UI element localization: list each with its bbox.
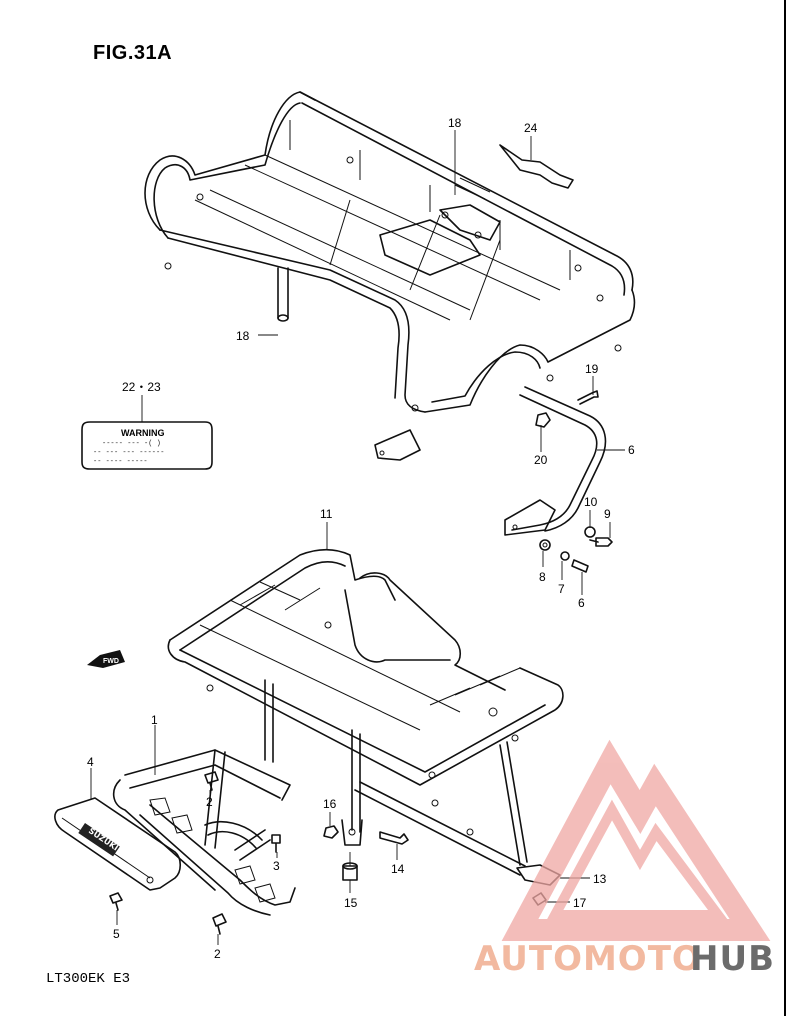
svg-text:WARNING: WARNING [121,428,165,438]
watermark-text-gray: HUB [690,939,775,979]
front-hardware-drawing [323,825,547,906]
callout-15: 15 [344,896,358,910]
figure-title: FIG.31A [93,42,173,64]
callout-10: 9 [604,507,611,521]
callout-4: 4 [87,755,94,769]
svg-text:FWD: FWD [103,658,119,665]
callouts: 18 24 18 22・23 19 20 6 10 9 8 7 6 11 1 4… [87,116,635,961]
callout-5: 5 [113,927,120,941]
front-carrier-drawing [167,548,564,886]
callout-17: 17 [573,896,587,910]
watermark-text-red: AUTOMOTO [474,939,702,979]
svg-text:----- --- -( ): ----- --- -( ) [102,440,161,448]
decal-24 [499,144,574,189]
callout-8: 7 [558,582,565,596]
watermark-logo-triangles [501,739,771,941]
callout-13: 13 [593,872,607,886]
callout-9: 8 [539,570,546,584]
callout-12: 11 [320,507,333,521]
callout-2a: 2 [206,795,213,809]
leader-lines [90,130,625,945]
suzuki-badge: SUZUKI [78,822,120,857]
callout-20: 19 [585,362,599,376]
svg-text:-- --- --- ------: -- --- --- ------ [93,449,164,457]
stay-drawing [504,386,607,536]
callout-19: 18 [236,329,250,343]
callout-18: 18 [448,116,462,130]
callout-1: 1 [151,713,158,727]
guard-bolts-drawing [109,771,281,935]
callout-14: 14 [391,862,405,876]
callout-2b: 2 [214,947,221,961]
svg-text:-- ---- -----: -- ---- ----- [93,458,148,466]
callout-3: 3 [273,859,280,873]
hardware-drawing [535,390,613,573]
callout-6: 6 [628,443,635,457]
callout-21: 20 [534,453,548,467]
warning-label: WARNING ----- --- -( ) -- --- --- ------… [81,421,213,470]
front-guard-drawing: SUZUKI [54,749,296,916]
callout-11: 10 [584,495,598,509]
page-edge-line [784,0,786,1016]
callout-7: 6 [578,596,585,610]
callout-22-23: 22・23 [122,380,161,394]
automotohub-watermark: AUTOMOTO HUB [474,739,775,979]
callout-24: 24 [524,121,538,135]
model-code: LT300EK E3 [46,971,131,987]
fwd-arrow: FWD [87,650,125,668]
callout-16: 16 [323,797,337,811]
rear-carrier-drawing [144,91,636,461]
